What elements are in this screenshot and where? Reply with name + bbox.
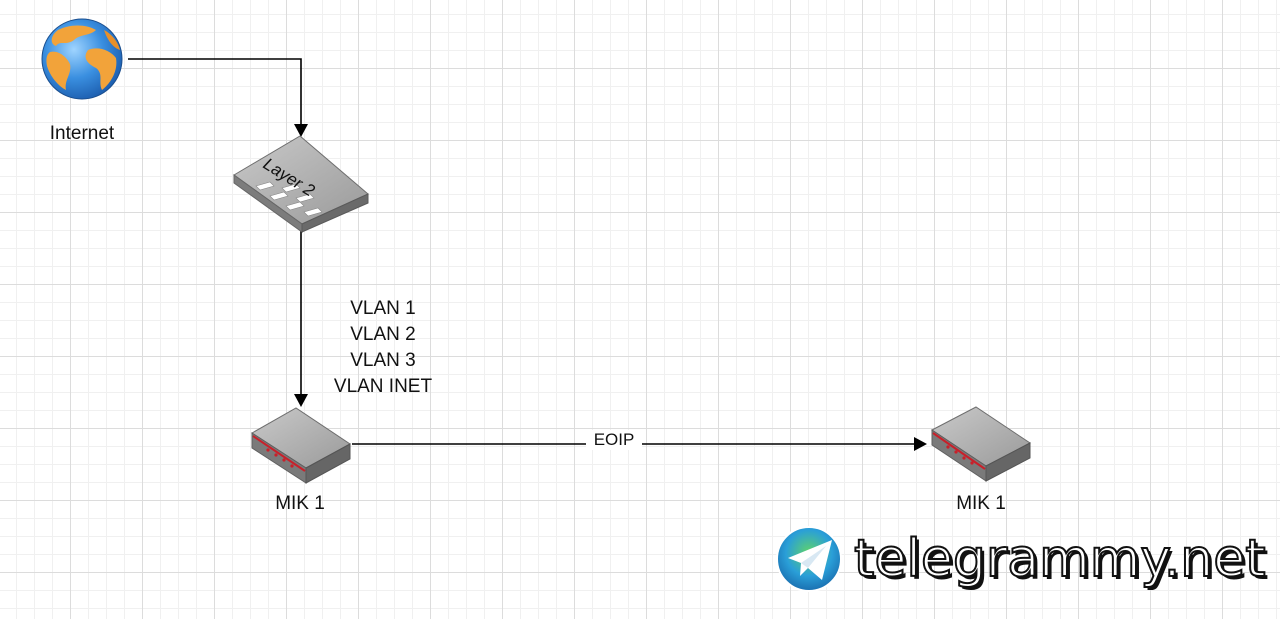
- globe-icon[interactable]: [41, 18, 123, 100]
- connector-switch-to-router: [294, 231, 308, 407]
- watermark-text: telegrammy.net: [853, 528, 1267, 590]
- router-right-icon[interactable]: [931, 406, 1031, 482]
- vlan-list: VLAN 1 VLAN 2 VLAN 3 VLAN INET: [318, 296, 448, 400]
- connector-internet-to-switch: [128, 58, 308, 137]
- vlan-label: VLAN INET: [333, 376, 433, 397]
- watermark: telegrammy.net: [776, 524, 1267, 594]
- vlan-label: VLAN 3: [350, 350, 416, 371]
- vlan-label: VLAN 1: [350, 298, 416, 319]
- router-left-label: MIK 1: [275, 493, 325, 514]
- switch-icon[interactable]: Layer 2: [233, 135, 369, 233]
- eoip-label: EOIP: [586, 430, 642, 450]
- router-left-icon[interactable]: [251, 407, 351, 484]
- router-right-label: MIK 1: [956, 493, 1006, 514]
- vlan-label: VLAN 2: [350, 324, 416, 345]
- internet-label: Internet: [49, 123, 115, 144]
- telegram-logo-icon: [776, 526, 842, 592]
